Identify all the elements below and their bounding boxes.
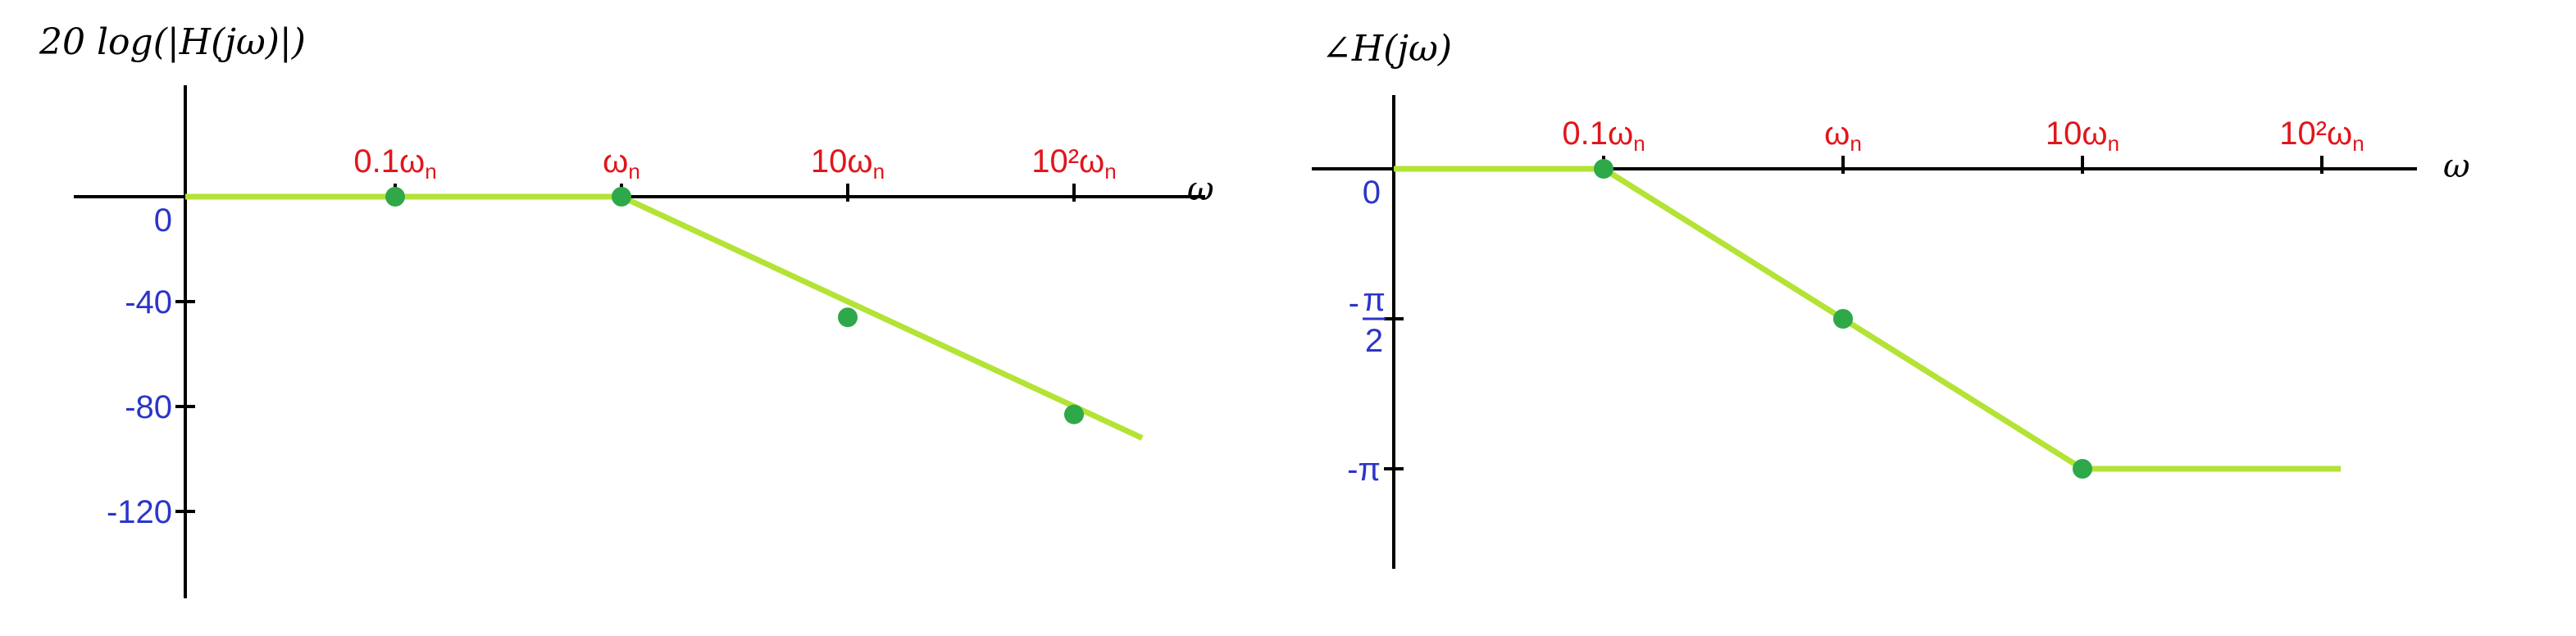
data-point [838,307,858,328]
x-tick-label: ωn [603,143,640,184]
x-tick-label: ωn [1824,116,1862,156]
x-tick-label: 10ωn [811,143,885,184]
y-tick-label-denominator: 2 [1365,323,1383,359]
x-tick-label: 0.1ωn [353,143,436,184]
chart-title: 20 log(|H(jω)|) [39,21,306,63]
chart-title: ∠H(jω) [1322,28,1452,70]
x-tick-label-subscript: n [2352,131,2364,156]
x-tick-label-main: 10²ω [1031,143,1104,179]
y-tick-label: -80 [125,389,172,425]
x-tick-label-main: 10ω [811,143,873,179]
x-tick-label-main: 0.1ω [353,143,425,179]
x-tick-label-subscript: n [1104,159,1116,184]
x-tick-label-subscript: n [1850,131,1861,156]
x-axis-label: ω [1187,170,1214,208]
x-tick-label: 10²ωn [1031,143,1117,184]
x-tick-label-subscript: n [2108,131,2119,156]
y-tick-label: -π [1347,452,1381,488]
x-tick-label: 10²ωn [2279,116,2364,156]
x-tick-label-main: 0.1ω [1562,116,1633,152]
x-tick-label-subscript: n [1633,131,1645,156]
y-tick-label-numerator: π [1363,282,1386,318]
data-point [385,187,405,207]
data-point [2073,458,2092,479]
x-tick-label-main: ω [1824,116,1850,152]
x-tick-label-subscript: n [628,159,639,184]
data-point [612,187,631,207]
x-tick-label-main: 10²ω [2279,116,2352,152]
x-tick-label-subscript: n [873,159,885,184]
y-tick-label: -40 [125,284,172,320]
x-tick-label: 10ωn [2046,116,2119,156]
x-tick-label: 0.1ωn [1562,116,1645,156]
asymptote-curve [1394,166,2342,472]
x-tick-label-main: 10ω [2046,116,2108,152]
x-tick-label-subscript: n [425,159,436,184]
asymptote-curve [185,193,1144,441]
x-tick-label-main: ω [603,143,628,179]
y-tick-label-sign: - [1349,285,1359,321]
data-point [1594,159,1613,179]
data-point [1064,404,1084,425]
data-point [1833,308,1853,329]
x-axis-label: ω [2443,148,2470,185]
y-tick-label: 0 [154,202,172,238]
y-tick-label: 0 [1363,175,1381,211]
y-tick-label: -120 [107,494,172,530]
